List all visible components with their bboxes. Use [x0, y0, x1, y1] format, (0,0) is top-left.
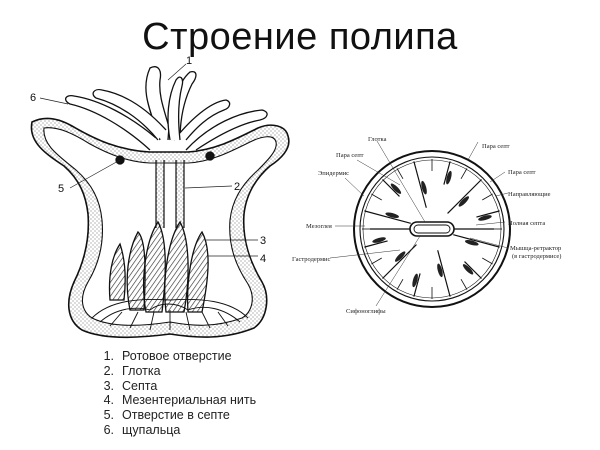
legend-item-number: 2. — [103, 363, 114, 378]
label-mezogleya: Мезоглея — [306, 223, 332, 230]
legend-item-number: 1. — [103, 349, 114, 363]
complete-septum — [453, 234, 500, 248]
label-para-sept-r: Пара септ — [508, 169, 536, 176]
legend: 1. Ротовое отверстие 2. Глотка 3. Септа 4. Мезе… — [88, 349, 257, 438]
label-napravlyayushchie: Направляющие — [508, 191, 551, 198]
retractor-muscle — [372, 237, 386, 243]
legend-item: 3. Септа — [88, 379, 256, 394]
secondary-septum — [396, 279, 404, 290]
incomplete-septum — [382, 179, 400, 197]
label-2: 2 — [234, 181, 240, 193]
retractor-muscle — [421, 180, 427, 195]
secondary-septum — [371, 257, 382, 265]
polyp-base — [91, 298, 249, 331]
label-epidermis: Эпидермис — [318, 170, 349, 177]
legend-item: 5. Отверстие в септе — [88, 408, 256, 423]
legend-item-number: 4. — [103, 393, 114, 408]
septum-hole-right — [205, 151, 215, 161]
label-gastrodermis: Гастродермис — [292, 256, 331, 263]
retractor-muscle — [465, 239, 479, 246]
legend-item-text: Глотка — [122, 363, 161, 378]
legend-item-text: Ротовое отверстие — [122, 349, 232, 363]
retractor-muscle — [412, 273, 418, 288]
legend-item-text: Септа — [122, 378, 158, 393]
cross-section — [329, 140, 511, 308]
label-muscle-2: (в гастродермисе) — [512, 253, 561, 260]
retractor-muscle — [458, 196, 470, 207]
label-muscle-1: Мышца-ретрактор — [510, 245, 561, 252]
incomplete-septum — [476, 210, 500, 218]
legend-item: 1. Ротовое отверстие — [88, 349, 256, 364]
secondary-septum — [460, 168, 468, 179]
legend-item-text: Отверстие в септе — [122, 408, 230, 423]
legend-item: 6. щупальца — [88, 423, 256, 438]
secondary-septum — [460, 279, 468, 290]
secondary-septum — [482, 193, 493, 201]
label-4: 4 — [260, 253, 266, 265]
incomplete-septum — [364, 240, 388, 248]
retractor-muscle — [437, 263, 443, 278]
retractor-muscle — [394, 251, 406, 262]
tentacles — [65, 66, 268, 151]
legend-item-text: Мезентериальная нить — [122, 393, 257, 408]
legend-item-number: 6. — [103, 422, 114, 437]
label-sifonoglify: Сифоноглифы — [346, 308, 386, 315]
page-title: Строение полипа — [142, 16, 458, 58]
label-para-sept-tl: Пара септ — [336, 152, 364, 159]
complete-septum — [413, 161, 427, 208]
incomplete-septum — [413, 273, 421, 297]
label-5: 5 — [58, 183, 64, 195]
legend-item-number: 3. — [103, 378, 114, 393]
complete-septum — [437, 250, 451, 297]
legend-item: 4. Мезентериальная нить — [88, 393, 257, 408]
pharynx-section — [409, 221, 455, 237]
legend-item-text: щупальца — [122, 422, 181, 437]
retractor-muscles — [372, 170, 492, 288]
label-glotka: Глотка — [368, 136, 387, 143]
septa — [108, 220, 209, 313]
retractor-muscle — [446, 170, 452, 185]
cross-section-labels: Глотка Пара септ Пара септ Эпидермис Пар… — [292, 136, 561, 315]
retractor-muscle — [462, 264, 474, 275]
retractor-muscle — [385, 212, 399, 219]
label-1: 1 — [186, 55, 192, 67]
secondary-septum — [482, 257, 493, 265]
label-para-sept-tr: Пара септ — [482, 143, 510, 150]
retractor-muscle — [390, 183, 402, 194]
secondary-septum — [396, 168, 404, 179]
label-6: 6 — [30, 92, 36, 104]
incomplete-septum — [443, 161, 451, 185]
legend-item-number: 5. — [103, 408, 114, 423]
legend-item: 2. Глотка — [88, 364, 256, 379]
polyp-section — [30, 63, 290, 339]
incomplete-septum — [464, 261, 482, 279]
retractor-muscle — [478, 215, 492, 221]
complete-septum — [364, 210, 411, 224]
polyp-number-labels: 1 2 3 4 5 6 — [30, 55, 266, 265]
label-polnaya-septa: Полная септа — [508, 220, 545, 227]
secondary-septum — [371, 193, 382, 201]
septa-spokes — [362, 159, 502, 299]
label-3: 3 — [260, 235, 266, 247]
complete-septum — [447, 179, 482, 214]
